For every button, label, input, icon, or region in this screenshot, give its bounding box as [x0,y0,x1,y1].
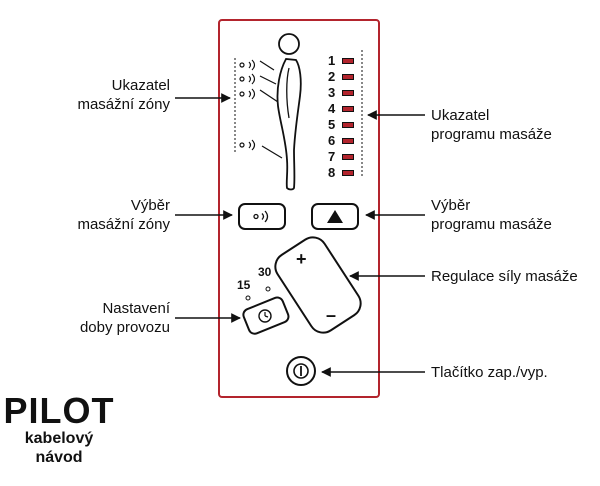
label-zone-select: Výběr masážní zóny [77,197,170,233]
program-number: 6 [328,133,336,148]
label-timer: Nastavení doby provozu [79,300,170,336]
program-number: 7 [328,149,336,164]
brand-title: PILOT [3,390,115,431]
program-led [342,74,354,80]
label-program-indicator: Ukazatel programu masáže [431,107,552,143]
label-zone-indicator: Ukazatel masážní zóny [77,77,170,113]
brand-block: PILOT kabelový návod [0,393,118,467]
program-led [342,138,354,144]
program-led [342,106,354,112]
program-led [342,90,354,96]
program-number: 4 [328,101,336,116]
intensity-plus-button[interactable]: + [296,249,307,269]
wave-signal-icon [253,210,269,223]
brand-subtitle-line2: návod [35,449,83,466]
triangle-up-icon [327,210,343,223]
program-number: 8 [328,165,336,180]
zone-select-button[interactable] [238,203,286,230]
clock-icon [258,309,272,323]
intensity-minus-button[interactable]: – [326,305,337,325]
program-led [342,154,354,160]
remote-control-panel [218,19,380,398]
brand-subtitle-line1: kabelový [24,430,94,447]
timer-value-15: 15 [237,278,251,292]
power-icon [293,363,309,379]
label-intensity: Regulace síly masáže [431,268,578,285]
timer-value-30: 30 [258,265,272,279]
program-led [342,122,354,128]
label-power: Tlačítko zap./vyp. [431,364,548,381]
program-select-button[interactable] [311,203,359,230]
label-program-select: Výběr programu masáže [431,197,552,233]
program-number: 5 [328,117,336,132]
program-led [342,58,354,64]
program-number: 1 [328,53,336,68]
program-number: 2 [328,69,336,84]
program-led [342,170,354,176]
program-number: 3 [328,85,336,100]
